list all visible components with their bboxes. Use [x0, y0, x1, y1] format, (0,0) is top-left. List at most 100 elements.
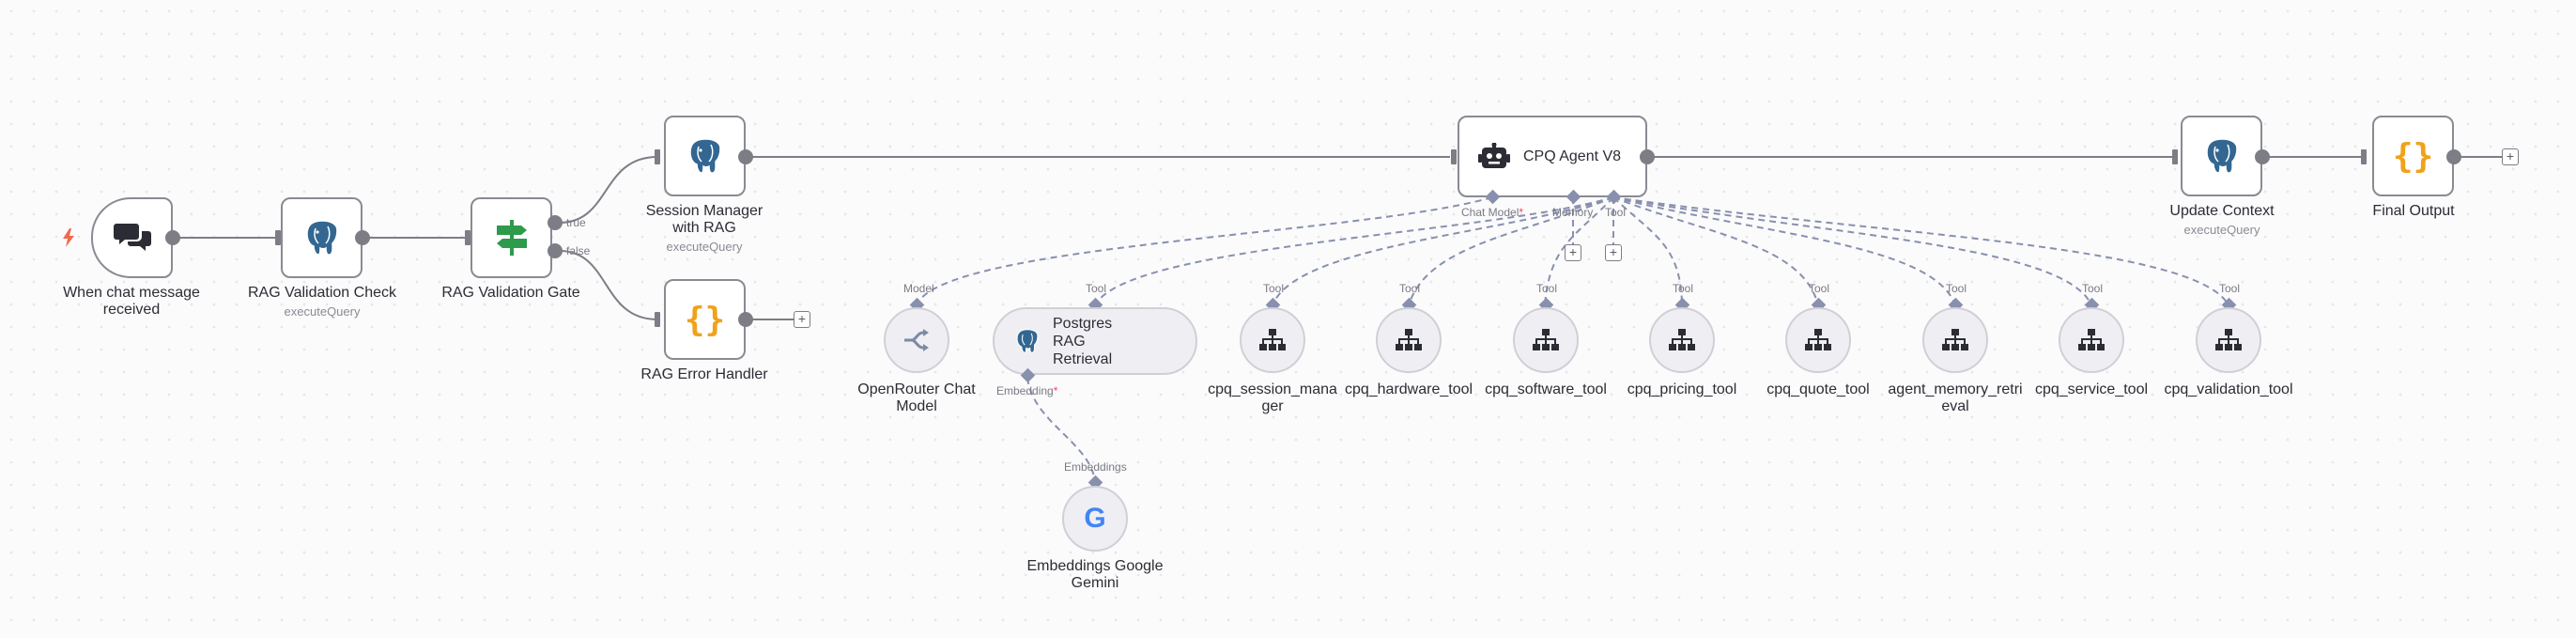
rag-validation-gate-label: RAG Validation Gate	[436, 285, 586, 302]
connector-tool-1	[1272, 196, 1614, 306]
output-handle[interactable]	[2255, 149, 2270, 164]
node-title: Embeddings Google Gemini	[1026, 558, 1164, 591]
port-embedding-label: Embedding*	[996, 384, 1058, 397]
network-icon	[2215, 329, 2242, 350]
connector-tool-8	[1612, 196, 2229, 306]
connection-gate-false-to-error	[559, 250, 658, 320]
network-icon	[1942, 329, 1968, 350]
node-title: Final Output	[2372, 203, 2455, 219]
connection-gate-true-to-session	[559, 156, 658, 224]
trigger-bolt-icon	[63, 228, 74, 247]
postgres-icon	[688, 138, 721, 174]
node-title: Update Context	[2169, 203, 2275, 219]
node-title: agent_memory_retrieval	[1888, 381, 2023, 414]
input-arrow	[655, 312, 660, 327]
update-context-label: Update Context executeQuery	[2137, 203, 2306, 239]
code-braces-icon: {}	[2392, 136, 2434, 176]
port-memory-label: Memory	[1552, 206, 1594, 219]
output-true-handle[interactable]	[548, 215, 563, 230]
node-title: cpq_validation_tool	[2164, 381, 2293, 397]
add-memory-button[interactable]: +	[1565, 244, 1581, 261]
network-icon	[2078, 329, 2105, 350]
network-icon	[1805, 329, 1831, 350]
tool-node-cpq-validation-tool[interactable]	[2196, 307, 2261, 373]
node-title: cpq_quote_tool	[1766, 381, 1870, 397]
input-arrow	[465, 230, 470, 245]
session-manager-label: Session Manager with RAG executeQuery	[620, 203, 789, 256]
node-title: When chat message received	[63, 285, 200, 318]
node-title: cpq_hardware_tool	[1344, 381, 1473, 397]
output-handle[interactable]	[165, 230, 180, 245]
node-title: RAG Validation Check	[248, 285, 396, 301]
add-node-button[interactable]: +	[794, 311, 810, 328]
tool-label: cpq_quote_tool	[1748, 381, 1889, 398]
embeddings-google-gemini-node[interactable]: G	[1062, 486, 1128, 552]
openrouter-chat-model-node[interactable]	[884, 307, 949, 373]
tool-node-cpq-service-tool[interactable]	[2059, 307, 2124, 373]
tool-label: cpq_hardware_tool	[1338, 381, 1479, 398]
network-icon	[1669, 329, 1695, 350]
output-handle[interactable]	[355, 230, 370, 245]
openrouter-chat-model-label: OpenRouter Chat Model	[851, 381, 982, 415]
tool-port-label: Tool	[1673, 282, 1694, 295]
final-output-node[interactable]: {}	[2372, 116, 2454, 196]
tool-port-label: Tool	[1536, 282, 1558, 295]
rag-validation-gate-node[interactable]	[470, 197, 552, 278]
tool-port-label: Tool	[1946, 282, 1967, 295]
robot-icon	[1478, 142, 1510, 168]
connector-tool-5	[1612, 196, 1819, 306]
input-arrow	[655, 149, 660, 164]
output-false-label: false	[566, 244, 591, 257]
tool-node-cpq-software-tool[interactable]	[1513, 307, 1579, 373]
tool-label: agent_memory_retrieval	[1888, 381, 2023, 415]
trigger-label: When chat message received	[56, 285, 207, 319]
input-arrow	[1451, 149, 1457, 164]
google-icon: G	[1084, 503, 1106, 534]
tool-node-cpq-quote-tool[interactable]	[1785, 307, 1851, 373]
connector-tool-2	[1408, 196, 1614, 306]
chat-bubbles-icon	[113, 224, 151, 251]
connector-tool-7	[1612, 196, 2092, 306]
cpq-agent-node[interactable]: CPQ Agent V8	[1458, 116, 1647, 197]
code-braces-icon: {}	[684, 300, 726, 339]
output-handle[interactable]	[738, 149, 753, 164]
node-title: OpenRouter Chat Model	[857, 381, 976, 414]
input-arrow	[275, 230, 281, 245]
tool-node-agent-memory-retrieval[interactable]	[1922, 307, 1988, 373]
port-chat-model-label: Chat Model*	[1461, 206, 1524, 219]
node-title: cpq_session_manager	[1208, 381, 1337, 414]
rag-error-handler-node[interactable]: {}	[664, 279, 746, 360]
port-model-label: Model	[903, 282, 934, 295]
connector-embedding	[1026, 377, 1096, 482]
rag-validation-check-node[interactable]	[281, 197, 362, 278]
tool-node-cpq-session-manager[interactable]	[1240, 307, 1305, 373]
tool-node-cpq-hardware-tool[interactable]	[1376, 307, 1442, 373]
update-context-node[interactable]	[2181, 116, 2262, 196]
session-manager-node[interactable]	[664, 116, 746, 196]
node-subtitle: executeQuery	[2183, 223, 2260, 237]
output-handle[interactable]	[2446, 149, 2461, 164]
postgres-icon	[2205, 138, 2238, 174]
output-handle[interactable]	[1640, 149, 1655, 164]
output-false-handle[interactable]	[548, 243, 563, 258]
network-icon	[1259, 329, 1286, 350]
add-node-button[interactable]: +	[2502, 148, 2519, 165]
node-subtitle: executeQuery	[666, 240, 743, 254]
postgres-icon	[1016, 329, 1039, 353]
node-title: cpq_service_tool	[2034, 381, 2149, 397]
node-title: cpq_pricing_tool	[1627, 381, 1737, 397]
input-arrow	[2172, 149, 2178, 164]
signpost-icon	[496, 220, 527, 256]
tool-label: cpq_pricing_tool	[1612, 381, 1752, 398]
trigger-node[interactable]	[91, 197, 173, 278]
openrouter-icon	[904, 329, 929, 351]
node-title: cpq_software_tool	[1485, 381, 1607, 397]
postgres-rag-retrieval-node[interactable]: Postgres RAG Retrieval	[993, 307, 1197, 375]
output-handle[interactable]	[738, 312, 753, 327]
rag-validation-check-label: RAG Validation Check executeQuery	[238, 285, 407, 320]
add-tool-button[interactable]: +	[1605, 244, 1622, 261]
tool-port-label: Tool	[1399, 282, 1421, 295]
tool-node-cpq-pricing-tool[interactable]	[1649, 307, 1715, 373]
network-icon	[1396, 329, 1422, 350]
